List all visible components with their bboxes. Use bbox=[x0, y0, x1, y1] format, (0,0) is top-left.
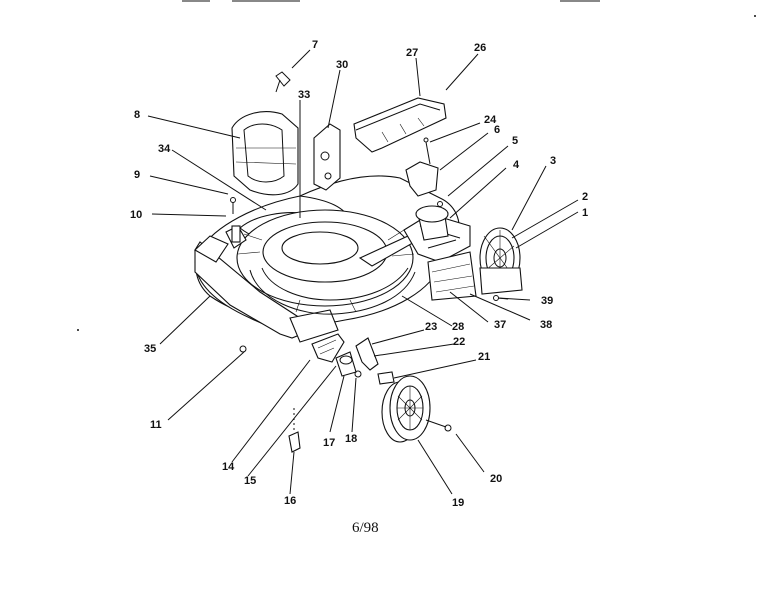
callout-14: 14 bbox=[222, 461, 235, 473]
mower-deck bbox=[194, 175, 477, 343]
callout-1: 1 bbox=[582, 207, 588, 219]
date-code: 6/98 bbox=[352, 520, 379, 536]
callout-3: 3 bbox=[550, 155, 556, 167]
rear-wheel bbox=[479, 227, 523, 301]
callout-2: 2 bbox=[582, 191, 588, 203]
scan-artifacts bbox=[77, 0, 756, 331]
callout-33: 33 bbox=[298, 89, 310, 101]
callout-35: 35 bbox=[144, 343, 156, 355]
callout-19: 19 bbox=[452, 497, 464, 509]
callout-9: 9 bbox=[134, 169, 140, 181]
rear-flap bbox=[353, 97, 447, 153]
callout-21: 21 bbox=[478, 351, 490, 363]
leader-lines bbox=[147, 49, 579, 495]
callout-38: 38 bbox=[540, 319, 552, 331]
callout-7: 7 bbox=[312, 39, 318, 51]
callout-27: 27 bbox=[406, 47, 418, 59]
callout-23: 23 bbox=[425, 321, 437, 333]
callout-17: 17 bbox=[323, 437, 335, 449]
front-wheel bbox=[381, 375, 452, 443]
callout-5: 5 bbox=[512, 135, 518, 147]
callout-labels: 1 2 3 4 5 6 7 8 9 10 11 14 15 16 17 18 1… bbox=[130, 39, 588, 509]
callout-8: 8 bbox=[134, 109, 140, 121]
callout-6: 6 bbox=[494, 124, 500, 136]
callout-26: 26 bbox=[474, 42, 486, 54]
callout-30: 30 bbox=[336, 59, 348, 71]
mount-plate bbox=[313, 123, 341, 191]
callout-39: 39 bbox=[541, 295, 553, 307]
callout-15: 15 bbox=[244, 475, 256, 487]
callout-37: 37 bbox=[494, 319, 506, 331]
height-lever bbox=[405, 137, 449, 241]
callout-20: 20 bbox=[490, 473, 502, 485]
callout-28: 28 bbox=[452, 321, 464, 333]
clip-part bbox=[275, 71, 291, 93]
callout-10: 10 bbox=[130, 209, 142, 221]
callout-4: 4 bbox=[513, 159, 520, 171]
callout-34: 34 bbox=[158, 143, 171, 155]
callout-11: 11 bbox=[150, 419, 162, 431]
front-adjuster bbox=[311, 333, 395, 385]
callout-18: 18 bbox=[345, 433, 357, 445]
callout-16: 16 bbox=[284, 495, 296, 507]
chute-door bbox=[231, 111, 299, 196]
callout-22: 22 bbox=[453, 336, 465, 348]
callout-24: 24 bbox=[484, 114, 497, 126]
